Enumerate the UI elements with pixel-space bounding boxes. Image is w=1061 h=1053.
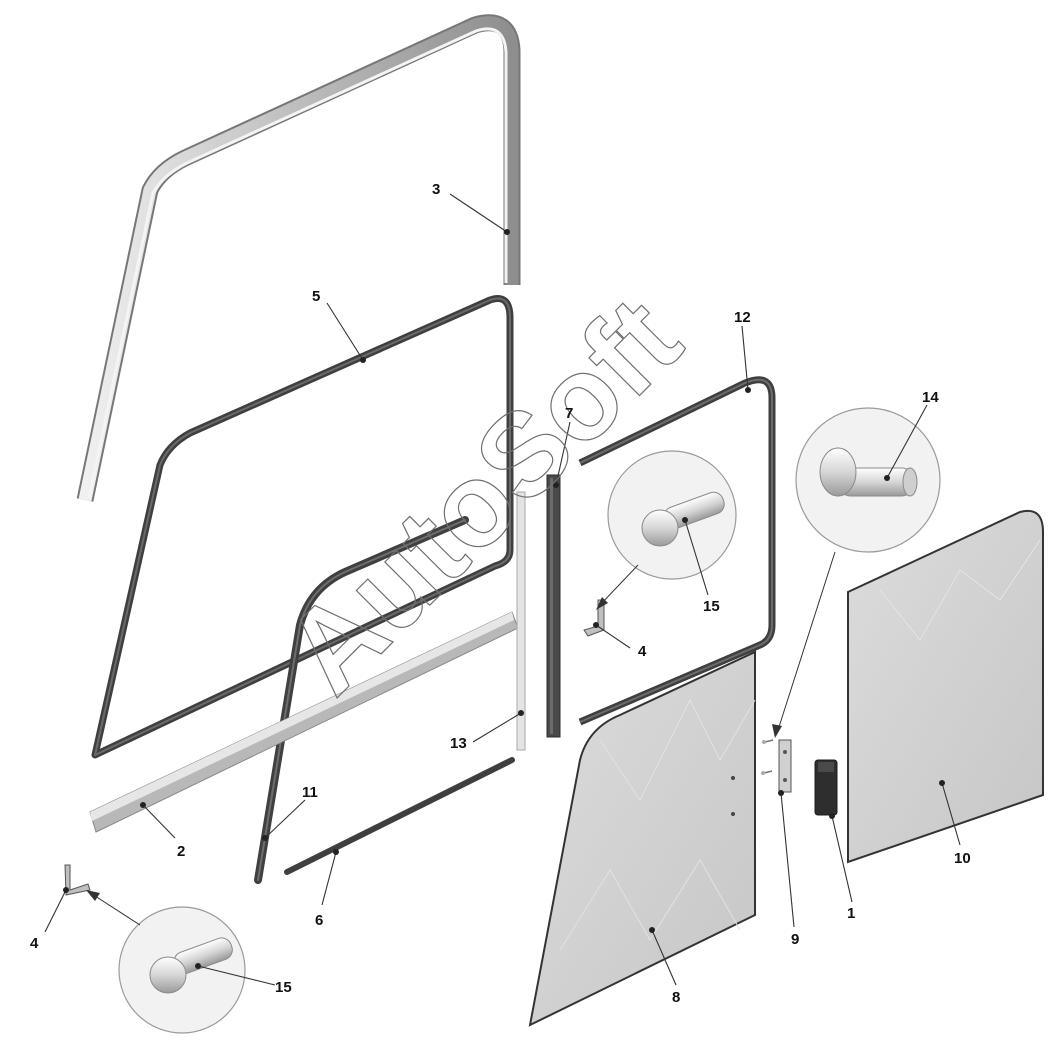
callout-3: 3 bbox=[432, 181, 440, 198]
part-6-lower-seal bbox=[284, 757, 515, 875]
callout-2: 2 bbox=[177, 843, 185, 860]
callout-4-left: 4 bbox=[30, 935, 39, 952]
callout-labels: 1 2 3 4 4 5 6 7 8 9 10 11 12 13 14 15 15 bbox=[30, 181, 971, 1006]
part-12-rear-seal bbox=[578, 376, 776, 726]
callout-11: 11 bbox=[302, 784, 318, 801]
callout-5: 5 bbox=[312, 288, 320, 305]
part-8-door-glass bbox=[528, 650, 756, 1027]
part-10-rear-glass bbox=[847, 510, 1044, 864]
arrow-detail-to-part-9 bbox=[772, 551, 836, 738]
detail-circle-part-15-left bbox=[118, 906, 246, 1034]
part-3-frame-channel bbox=[76, 14, 521, 502]
part-13-vertical-strip bbox=[516, 491, 526, 751]
callout-1: 1 bbox=[847, 905, 855, 922]
callout-7: 7 bbox=[565, 405, 573, 422]
leader-lines bbox=[44, 193, 961, 986]
part-4-bracket-left bbox=[64, 864, 91, 896]
callout-4-right: 4 bbox=[638, 643, 647, 660]
callout-8: 8 bbox=[672, 989, 680, 1006]
callout-10: 10 bbox=[954, 850, 971, 867]
part-7-vertical-seal bbox=[546, 474, 561, 738]
callout-13: 13 bbox=[450, 735, 467, 752]
detail-circle-part-15-right bbox=[607, 450, 737, 580]
callout-15-left: 15 bbox=[275, 979, 292, 996]
callout-15-right: 15 bbox=[703, 598, 720, 615]
callout-9: 9 bbox=[791, 931, 799, 948]
part-1-latch-block bbox=[814, 759, 838, 816]
part-11-run-channel bbox=[254, 516, 469, 884]
callout-6: 6 bbox=[315, 912, 323, 929]
part-5-glass-seal bbox=[91, 295, 514, 759]
callout-12: 12 bbox=[734, 309, 751, 326]
callout-14: 14 bbox=[922, 389, 939, 406]
leader-end-dots bbox=[63, 229, 945, 969]
detail-circle-part-14 bbox=[795, 407, 941, 553]
arrow-detail-to-bracket-left bbox=[86, 890, 141, 926]
part-9-hinge-bracket bbox=[761, 739, 792, 793]
arrow-detail-to-bracket-right bbox=[596, 564, 639, 610]
